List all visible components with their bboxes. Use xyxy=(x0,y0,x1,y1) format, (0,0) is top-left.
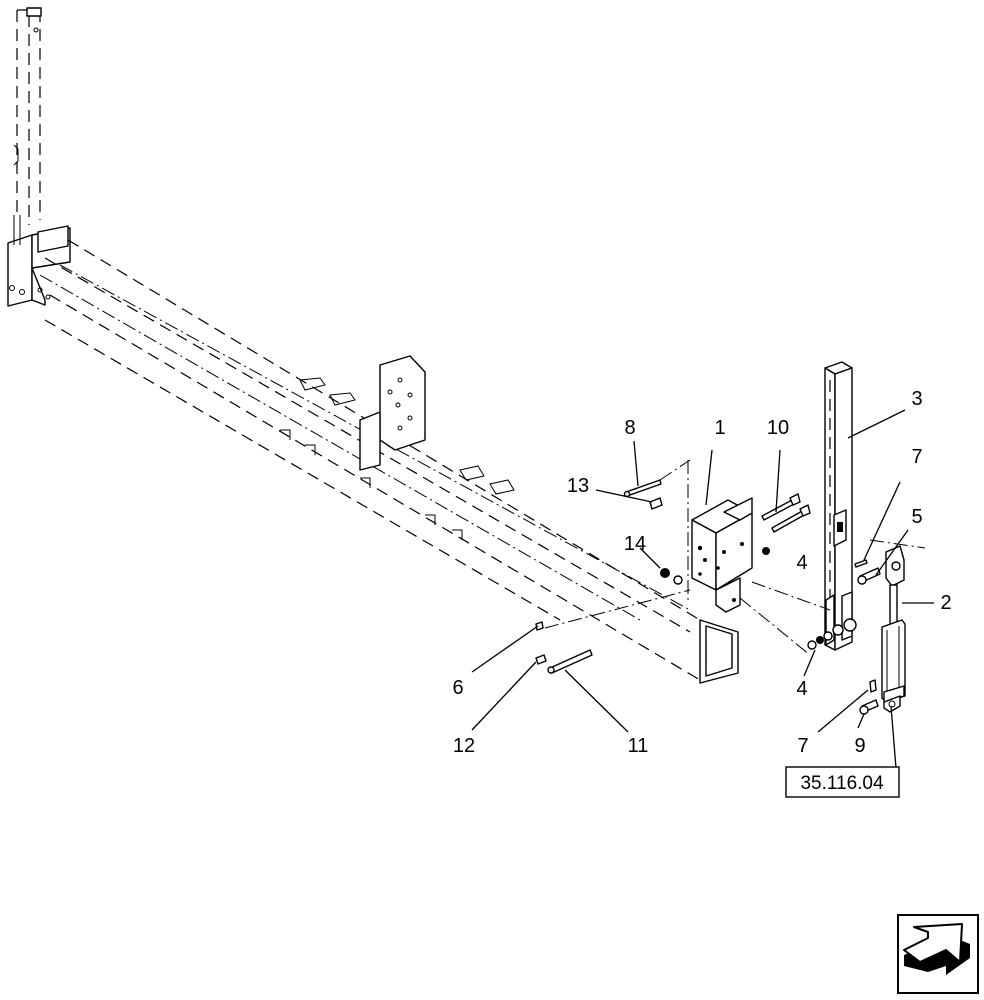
part-2-hydraulic-cylinder xyxy=(881,545,906,713)
callout-5: 5 xyxy=(911,506,922,528)
part-14-nuts xyxy=(660,568,683,585)
frame-mount-plate xyxy=(7,215,71,307)
callout-10: 10 xyxy=(767,417,789,439)
callout-11: 11 xyxy=(628,735,649,757)
part-7-cotter-pins xyxy=(854,559,877,693)
callout-14: 14 xyxy=(624,533,646,555)
part-5-clevis-pin xyxy=(857,567,881,585)
part-9-pin xyxy=(859,699,879,715)
boom-bracket-teeth xyxy=(280,377,515,540)
callout-labels: 8 1 10 13 14 4 3 7 5 2 4 6 12 11 7 9 xyxy=(452,388,951,757)
callout-7-upper: 7 xyxy=(911,446,922,468)
callout-8: 8 xyxy=(624,417,635,439)
next-page-arrow-icon[interactable] xyxy=(897,914,979,994)
callout-3: 3 xyxy=(911,388,922,410)
part-8-pin xyxy=(623,479,662,498)
reference-label: 35.116.04 xyxy=(800,773,884,794)
callout-1: 1 xyxy=(714,417,725,439)
callout-6: 6 xyxy=(452,677,463,699)
callout-13: 13 xyxy=(567,475,589,497)
callout-9: 9 xyxy=(854,735,865,757)
boom-hitch-plate xyxy=(359,355,426,471)
part-13-clip xyxy=(649,497,663,510)
part-3-vertical-post xyxy=(824,361,857,651)
part-12-retainer xyxy=(535,654,547,665)
main-boom-tube xyxy=(39,239,739,684)
part-10-bolts xyxy=(761,493,811,533)
callout-7-lower: 7 xyxy=(797,735,808,757)
callout-4-lower: 4 xyxy=(796,678,807,700)
part-4-washers xyxy=(762,547,833,650)
callout-4-upper: 4 xyxy=(796,552,807,574)
callout-12: 12 xyxy=(453,735,475,757)
part-6-cotter xyxy=(535,621,544,631)
callout-2: 2 xyxy=(940,592,951,614)
vertical-frame-tube xyxy=(13,7,42,225)
leader-lines xyxy=(471,409,934,769)
part-11-pin xyxy=(547,649,593,674)
part-1-mount-bracket xyxy=(691,497,753,613)
reference-link-box[interactable]: 35.116.04 xyxy=(785,766,900,798)
